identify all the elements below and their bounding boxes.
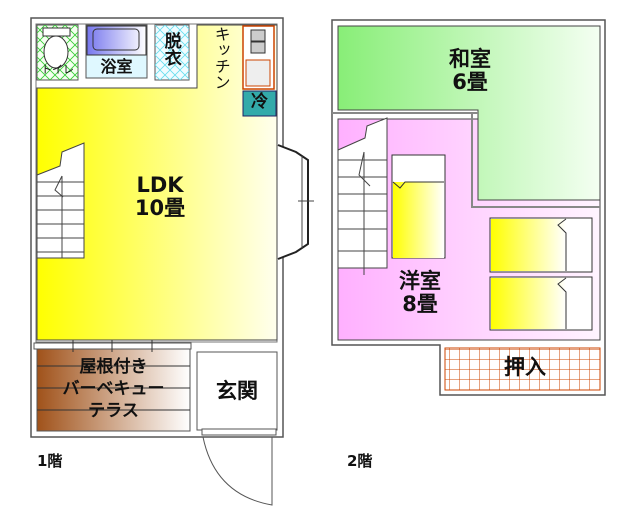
stove-burner-icon xyxy=(250,29,266,42)
washitsu-size: 6畳 xyxy=(452,70,488,95)
stairs-2f xyxy=(337,117,388,275)
toilet-label: トイレ xyxy=(41,63,74,76)
washitsu-name: 和室 xyxy=(449,47,491,71)
bathtub xyxy=(86,25,147,56)
youshitsu-label: 洋室 8畳 xyxy=(370,269,470,317)
bed xyxy=(489,217,593,273)
fridge-label: 冷 xyxy=(251,92,268,112)
bed xyxy=(391,154,446,259)
entrance-label: 玄関 xyxy=(216,379,258,403)
youshitsu-name: 洋室 xyxy=(399,269,441,293)
bay-window xyxy=(277,144,309,260)
closet-label: 押入 xyxy=(504,355,546,379)
floor2-label: 2階 xyxy=(347,452,373,470)
stairs-1f xyxy=(36,142,85,259)
floor1-label: 1階 xyxy=(37,452,63,470)
dressing-label: 脱衣 xyxy=(160,32,181,66)
ldk-name: LDK xyxy=(136,173,184,197)
terrace-line3: テラス xyxy=(88,401,139,421)
stove-burner-icon xyxy=(250,41,266,54)
toilet-tank xyxy=(42,27,71,37)
ldk-label: LDK 10畳 xyxy=(110,173,210,221)
bed xyxy=(489,276,593,331)
ldk-area xyxy=(36,24,278,341)
washitsu-area xyxy=(337,25,601,201)
terrace-area xyxy=(36,347,191,432)
sink xyxy=(245,59,271,87)
fridge xyxy=(242,90,277,117)
youshitsu-size: 8畳 xyxy=(402,292,438,317)
terrace-line2: バーベキュー xyxy=(62,379,165,399)
entrance-room xyxy=(196,351,278,431)
entrance-door[interactable] xyxy=(202,436,273,506)
kitchen-label: キッチン xyxy=(211,26,231,90)
toilet-bowl xyxy=(43,35,69,69)
terrace-label: 屋根付き バーベキュー テラス xyxy=(37,356,190,422)
ldk-size: 10畳 xyxy=(134,196,186,221)
terrace-line1: 屋根付き xyxy=(79,357,148,377)
washitsu-label: 和室 6畳 xyxy=(420,47,520,95)
bath-label: 浴室 xyxy=(100,57,133,76)
